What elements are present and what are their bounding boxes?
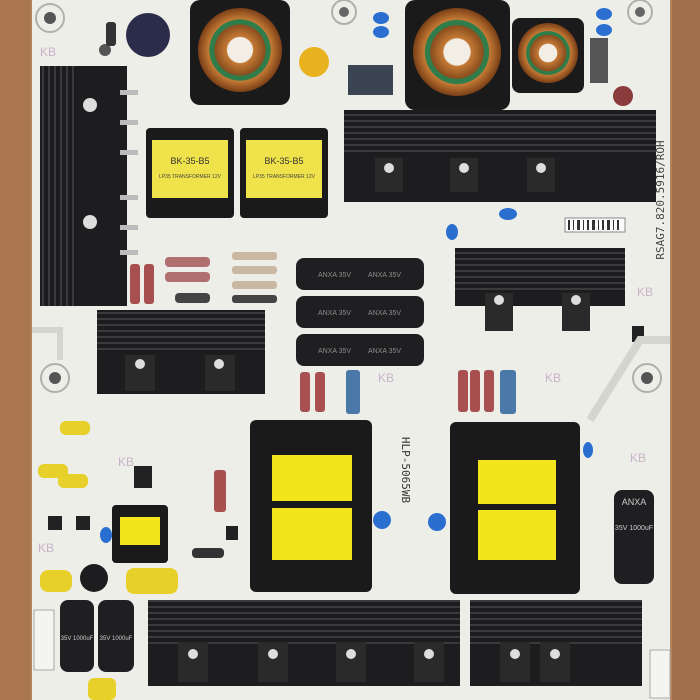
svg-text:35V 1000uF: 35V 1000uF (100, 636, 133, 642)
svg-text:ANXA 35V: ANXA 35V (368, 348, 401, 355)
heatsink-left (40, 66, 75, 306)
connector-left (33, 609, 55, 671)
main-transformer-left (250, 420, 372, 592)
blue-capacitors (100, 8, 612, 543)
heatsink-middle-left (97, 310, 265, 394)
svg-text:KB: KB (118, 455, 134, 469)
svg-text:ANXA 35V: ANXA 35V (318, 272, 351, 279)
yellow-disc-capacitor (299, 47, 329, 77)
heatsink-bottom-right (470, 600, 642, 686)
part-number: RSAG7.820.5916/ROH (654, 140, 667, 259)
toroid-inductor (190, 0, 290, 105)
toroid-inductor-small (512, 18, 584, 93)
svg-text:KB: KB (38, 541, 54, 555)
small-ics (48, 326, 644, 540)
toroid-inductor (405, 0, 510, 110)
svg-text:KB: KB (378, 371, 394, 385)
svg-text:BK-35-B5: BK-35-B5 (170, 156, 209, 166)
svg-text:LP35 TRANSFORMER 12V: LP35 TRANSFORMER 12V (253, 174, 316, 180)
main-transformer-right (450, 422, 580, 594)
svg-text:LP35 TRANSFORMER 12V: LP35 TRANSFORMER 12V (159, 174, 222, 180)
vertical-capacitors: ANXA 35V 1000uF 35V 1000uF 35V 1000uF (60, 490, 654, 672)
svg-text:ANXA 35V: ANXA 35V (318, 310, 351, 317)
svg-text:KB: KB (637, 285, 653, 299)
transformer-small: BK-35-B5 LP35 TRANSFORMER 12V (146, 128, 234, 218)
heatsink-upper-right (344, 110, 656, 202)
transformer-small: BK-35-B5 LP35 TRANSFORMER 12V (240, 128, 328, 218)
yellow-capacitors (38, 421, 178, 700)
connector-right (649, 649, 671, 699)
kb-marks: KB KB KB KB KB KB KB (38, 45, 653, 555)
svg-text:KB: KB (545, 371, 561, 385)
horizontal-capacitors: ANXA 35V ANXA 35V ANXA 35V ANXA 35V ANXA 3… (296, 258, 424, 366)
resistors (130, 252, 516, 558)
mounting-hole (35, 0, 662, 393)
svg-text:KB: KB (630, 451, 646, 465)
svg-text:35V 1000uF: 35V 1000uF (61, 636, 94, 642)
svg-text:BK-35-B5: BK-35-B5 (264, 156, 303, 166)
varistor (126, 13, 170, 57)
svg-text:ANXA: ANXA (622, 497, 647, 507)
model-label: HLP-5065WB (399, 437, 412, 504)
transformer-small-lower (112, 505, 168, 563)
svg-text:ANXA 35V: ANXA 35V (368, 310, 401, 317)
svg-text:KB: KB (40, 45, 56, 59)
relay-block (348, 65, 393, 95)
svg-text:35V 1000uF: 35V 1000uF (615, 525, 653, 532)
svg-text:ANXA 35V: ANXA 35V (368, 272, 401, 279)
heatsink-middle-right (455, 248, 625, 331)
heatsink-bottom-left (148, 600, 460, 686)
svg-text:ANXA 35V: ANXA 35V (318, 348, 351, 355)
